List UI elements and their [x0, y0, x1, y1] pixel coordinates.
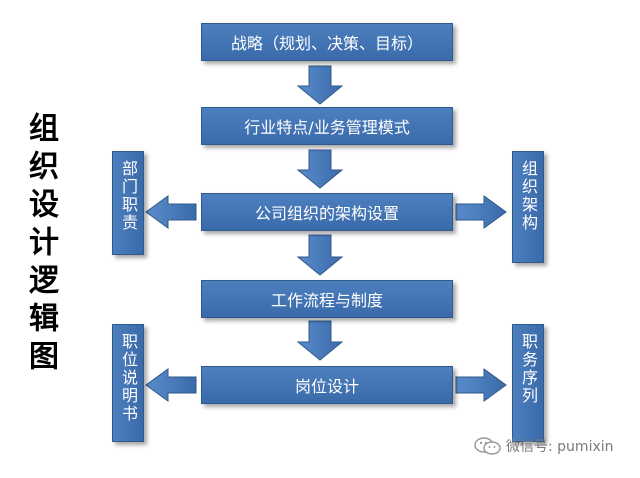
- side-box-job-desc: 职位说明书: [112, 324, 144, 442]
- side-box-job-seq: 职务序列: [512, 324, 544, 442]
- watermark-text: 微信号: pumixin: [506, 439, 614, 455]
- arrow-right-2: [455, 368, 507, 402]
- watermark: 微信号: pumixin: [474, 436, 614, 456]
- wechat-icon: [474, 437, 501, 455]
- box-structure: 公司组织的架构设置: [201, 193, 453, 231]
- box-industry: 行业特点/业务管理模式: [201, 107, 453, 145]
- box-position: 岗位设计: [201, 366, 453, 404]
- arrow-left-1: [145, 195, 197, 229]
- side-box-dept-duty: 部门职责: [112, 151, 144, 255]
- arrow-down-1: [296, 65, 344, 105]
- arrow-down-3: [296, 234, 344, 276]
- box-strategy: 战略（规划、决策、目标）: [201, 23, 453, 61]
- arrow-left-2: [145, 368, 197, 402]
- diagram-title: 组织设计逻辑图: [23, 112, 58, 378]
- arrow-down-4: [296, 320, 344, 361]
- arrow-right-1: [455, 195, 507, 229]
- arrow-down-2: [296, 149, 344, 189]
- side-box-org-chart: 组织架构: [512, 151, 544, 263]
- box-workflow: 工作流程与制度: [201, 280, 453, 318]
